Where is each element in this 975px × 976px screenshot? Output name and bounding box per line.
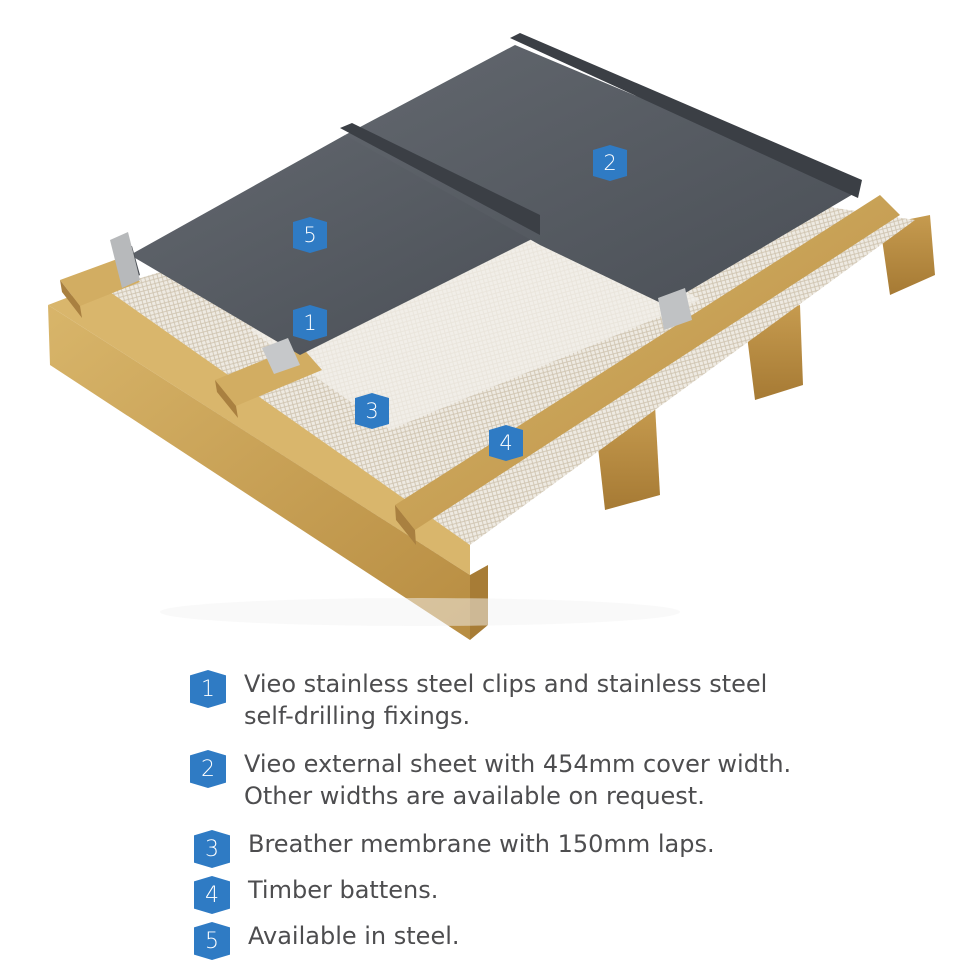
stainless-steel-clips — [110, 232, 692, 374]
legend-item-2: 2 Vieo external sheet with 454mm cover w… — [190, 748, 870, 828]
roof-buildup-illustration: 5 2 1 3 4 — [48, 33, 935, 640]
legend-text: Timber battens. — [248, 876, 439, 904]
hexagon-badge-icon: 3 — [194, 830, 230, 868]
callout-badge-5: 5 — [293, 217, 327, 253]
callout-badge-4: 4 — [489, 425, 523, 461]
legend-text: Vieo stainless steel clips and stainless… — [244, 670, 768, 730]
callout-badge-3: 3 — [355, 393, 389, 429]
hexagon-badge-icon: 5 — [194, 922, 230, 960]
legend-text: Breather membrane with 150mm laps. — [248, 830, 715, 858]
legend-item-3: 3 Breather membrane with 150mm laps. — [194, 828, 870, 874]
legend-item-4: 4 Timber battens. — [194, 874, 870, 920]
legend-text: Available in steel. — [248, 922, 460, 950]
hexagon-badge-icon: 4 — [194, 876, 230, 914]
hexagon-badge-icon: 2 — [190, 750, 226, 788]
hexagon-badge-icon: 1 — [190, 670, 226, 708]
callout-badge-1: 1 — [293, 305, 327, 341]
legend: 1 Vieo stainless steel clips and stainle… — [190, 668, 870, 966]
legend-item-1: 1 Vieo stainless steel clips and stainle… — [190, 668, 870, 748]
legend-text: Vieo external sheet with 454mm cover wid… — [244, 750, 792, 810]
legend-item-5: 5 Available in steel. — [194, 920, 870, 966]
callout-badge-2: 2 — [593, 145, 627, 181]
